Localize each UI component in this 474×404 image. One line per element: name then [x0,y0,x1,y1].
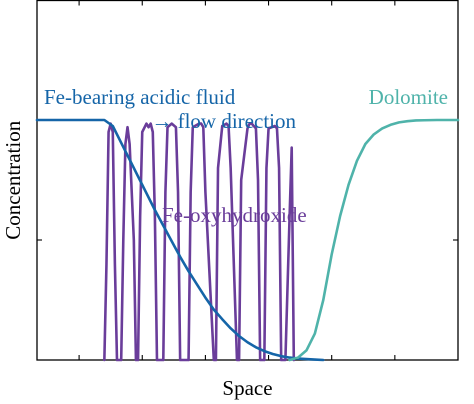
series-label-dolomite: Dolomite [369,85,448,109]
y-axis-label: Concentration [1,120,25,239]
x-axis-label: Space [222,376,272,400]
x-ticks [78,0,396,360]
series-label-oxyhydroxide: Fe-oxyhydroxide [162,203,307,227]
plot-frame [36,0,459,361]
series-label-flow-direction: → flow direction [151,109,296,133]
series-line-fluid [35,118,325,362]
series-label-fluid: Fe-bearing acidic fluid [44,85,236,109]
series-group [35,118,460,362]
series-line-dolomite [288,118,460,362]
series-line-oxyhydroxide [103,122,296,362]
